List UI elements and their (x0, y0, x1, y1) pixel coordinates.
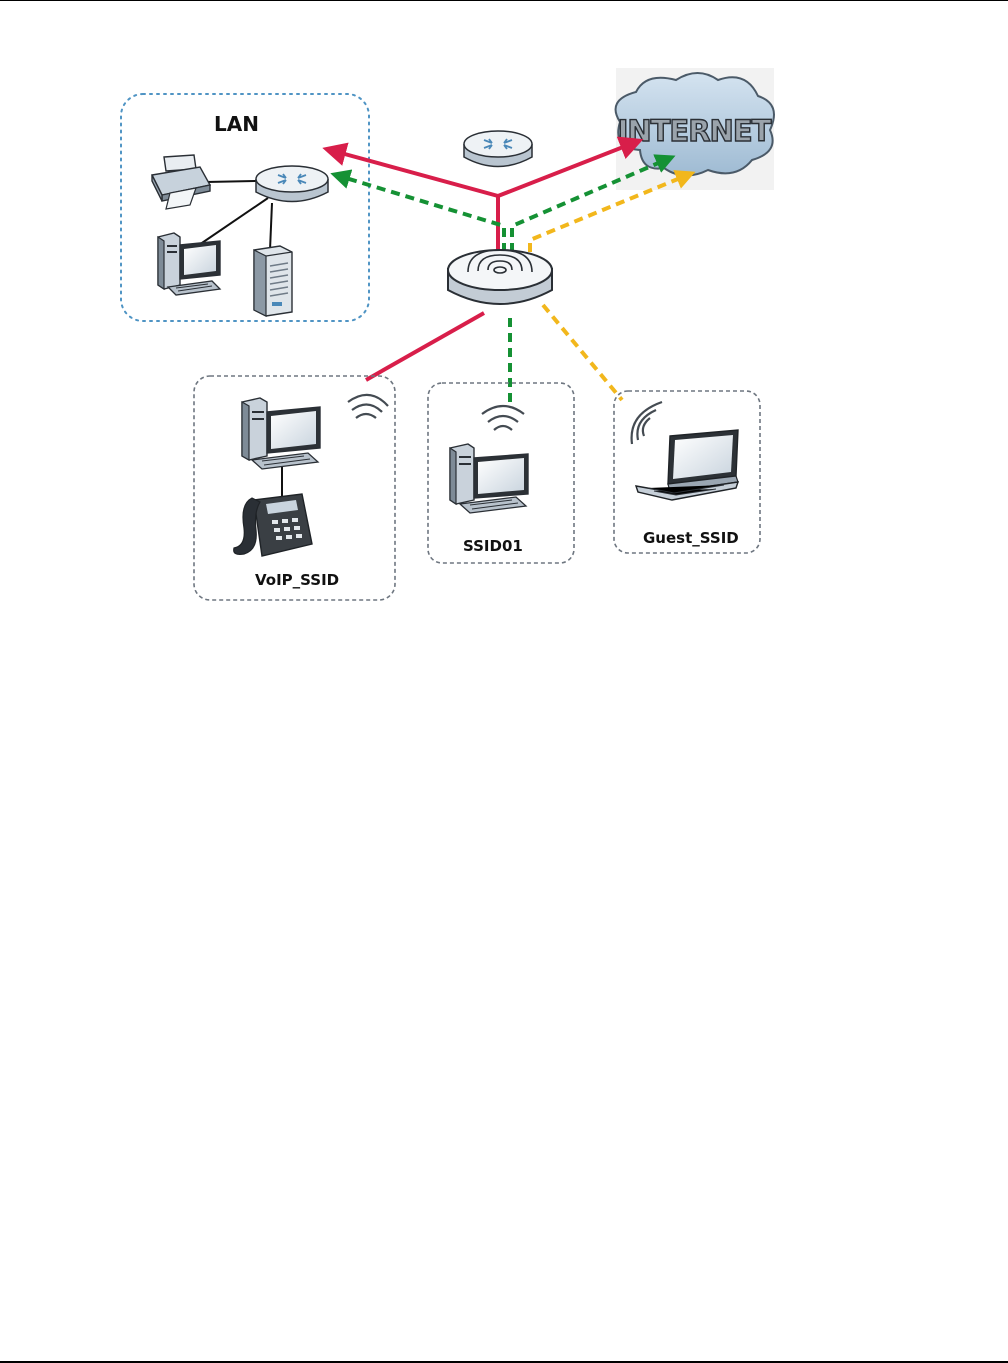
internet-cloud-icon: INTERNET (616, 68, 774, 190)
guest-ssid-group: Guest_SSID (614, 391, 760, 553)
ssid01-flow-to-lan-arrow (336, 175, 504, 252)
voip-ssid-group: VoIP_SSID (194, 376, 395, 600)
printer-icon (152, 155, 210, 209)
guest-flow-link (543, 305, 622, 400)
desktop-computer-icon (450, 444, 528, 513)
desktop-computer-icon (158, 233, 220, 295)
ssid01-label: SSID01 (463, 537, 523, 555)
ssid01-group: SSID01 (428, 383, 574, 563)
lan-group: LAN (121, 94, 369, 321)
guest-flow-to-internet-arrow (530, 174, 690, 252)
internet-label: INTERNET (618, 114, 772, 148)
guest-ssid-label: Guest_SSID (643, 529, 739, 547)
voip-flow-to-lan-arrow (330, 150, 498, 252)
wireless-signal-icon (348, 395, 388, 418)
standalone-router-icon (464, 131, 532, 167)
voip-ssid-label: VoIP_SSID (255, 571, 339, 589)
wireless-signal-icon (482, 406, 524, 430)
server-tower-icon (254, 246, 292, 316)
voip-flow-link (366, 313, 484, 380)
wireless-signal-icon (632, 402, 662, 444)
desktop-computer-icon (242, 398, 320, 469)
ip-phone-icon (234, 494, 312, 556)
lan-router-icon (256, 166, 328, 202)
laptop-icon (636, 430, 738, 500)
access-point-icon (448, 250, 552, 304)
lan-label: LAN (214, 112, 259, 136)
